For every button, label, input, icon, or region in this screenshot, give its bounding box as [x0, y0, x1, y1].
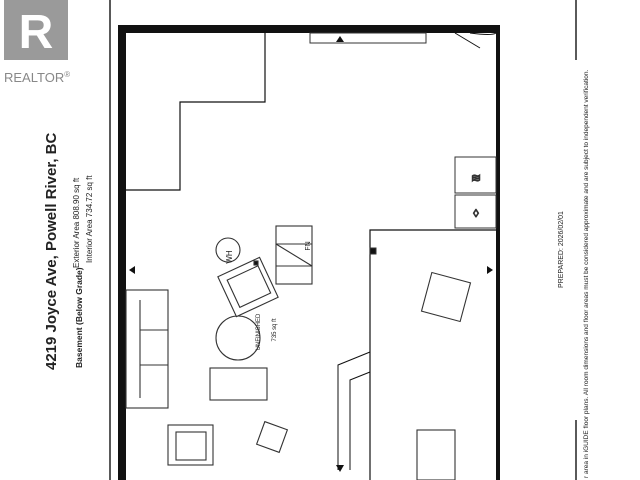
svg-text:REALTOR®: REALTOR® — [4, 70, 70, 85]
address-title: 4219 Joyce Ave, Powell River, BC — [43, 132, 60, 370]
level-label: Basement (Below Grade) — [74, 267, 84, 368]
svg-text:◊: ◊ — [473, 208, 479, 220]
disclaimer: r area in iGUIDE floor plans. All room d… — [583, 70, 590, 478]
walls — [118, 25, 500, 480]
entry-arrows — [129, 36, 493, 472]
furnace-label: FN — [305, 241, 312, 250]
appliances: ≋ ◊ — [369, 156, 497, 255]
prepared-date: PREPARED: 2026/02/01 — [558, 211, 565, 288]
furniture — [125, 225, 472, 480]
exterior-area: Exterior Area 808.90 sq ft — [72, 177, 81, 268]
room-name: UNFINISHED — [256, 313, 262, 350]
interior-area: Interior Area 734.72 sq ft — [85, 175, 94, 263]
svg-text:R: R — [19, 6, 54, 59]
room-area: 735 sq ft — [272, 318, 278, 341]
svg-text:≋: ≋ — [471, 171, 481, 185]
realtor-logo: R REALTOR® — [4, 0, 70, 85]
water-heater-label: WH — [225, 250, 234, 264]
